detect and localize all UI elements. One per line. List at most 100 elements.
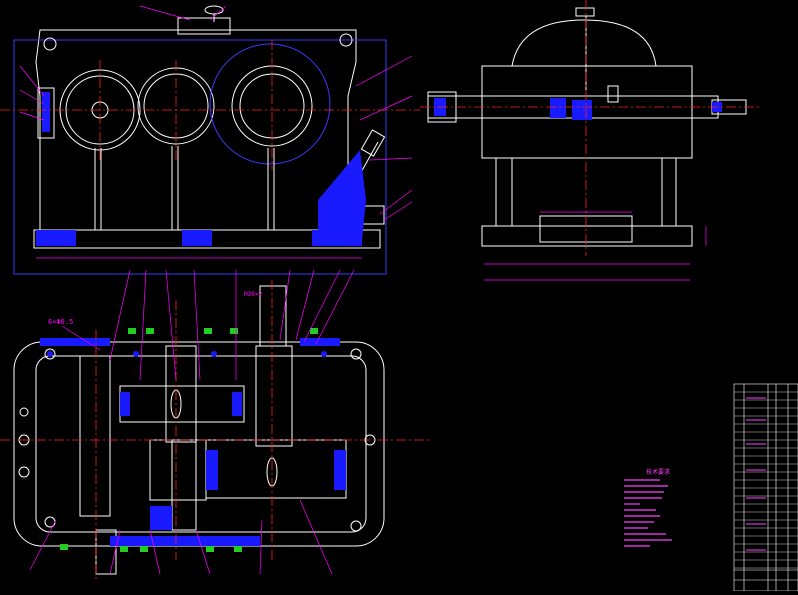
plan-fill-bolt-1 [47,351,53,357]
leader-8 [19,111,45,121]
breather-cap [204,5,224,15]
plan-leader-10 [29,519,57,571]
leader-10 [209,5,227,21]
side-fill-1 [550,98,566,118]
side-view-fills [434,98,722,120]
green-bolt-10 [60,544,68,550]
plan-bolt-4 [44,348,56,360]
front-view-fills [36,92,366,246]
inspection-cover [177,17,231,35]
plan-leader-1 [109,269,131,361]
technical-notes: 技术要求 [624,468,672,547]
plan-leader-13 [195,529,211,575]
plan-bolts-green [60,328,318,552]
green-bolt-2 [146,328,154,334]
plan-fill-2 [232,392,242,416]
side-dimensions [484,211,707,281]
breather-note-label: M30×2 [244,291,262,298]
leader-9 [139,5,191,21]
gear-circle-3-pitch [209,43,331,165]
hole-callout-label: 6×Φ8.5 [48,318,73,326]
side-bolt [607,85,619,103]
green-bolt-3 [204,328,212,334]
leader-2 [359,95,413,121]
leader-4 [379,189,413,215]
green-bolt-5 [310,328,318,334]
fill-oil-region [318,150,366,240]
plan-fill-bolt-2 [133,351,139,357]
plan-fill-bolt-4 [321,351,327,357]
plan-fill-top-left [40,338,110,346]
side-housing-top [511,19,657,67]
green-bolt-9 [234,546,242,552]
plan-leader-7 [295,269,315,341]
side-base [481,225,693,247]
plan-fill-bolt-3 [211,351,217,357]
notes-lines [624,479,672,547]
intermediate-shaft [165,345,197,443]
plan-bolt-1 [19,407,29,417]
lifting-lug-right [339,33,353,47]
gear-pair-upper [119,385,245,423]
plan-bolt-3 [18,466,30,478]
plan-leader-3 [165,269,177,381]
bearing-cap-left [37,87,55,139]
parts-list-table [733,383,798,592]
front-view-frame [13,39,387,275]
plan-fill-3 [206,450,218,490]
plan-leader-11 [109,529,121,575]
side-view [427,7,747,247]
plan-leader-12 [149,529,161,575]
green-bolt-1 [128,328,136,334]
plan-leaders [29,269,355,575]
plan-view-fills [40,338,346,546]
side-centerlines [420,0,760,256]
side-housing-body [481,65,693,159]
parts-list-text-marks [746,397,766,551]
front-housing-outline [35,29,357,231]
plan-view [13,285,385,575]
plan-fill-top-right [300,338,340,346]
drain-plug [361,205,385,225]
green-bolt-7 [140,546,148,552]
plan-fill-5 [150,506,172,530]
plan-fill-1 [120,392,130,416]
plan-leader-2 [139,269,147,381]
leader-6 [19,65,45,97]
dipstick-head [360,129,386,157]
plan-leader-6 [279,269,291,341]
leader-3 [369,157,413,161]
green-bolt-8 [206,546,214,552]
side-fill-2 [572,100,592,120]
plan-leader-14 [259,519,263,575]
leader-5 [383,201,413,221]
plan-leader-8 [303,269,341,343]
plan-fill-bottom [110,536,260,546]
plan-bolt-7 [350,520,362,532]
input-shaft-body [255,345,293,447]
lifting-lug-left [43,37,57,51]
plan-fill-4 [334,450,346,490]
left-shaft [79,355,111,517]
fill-cap-left [42,92,50,132]
front-leaders [19,5,413,259]
plan-leader-15 [299,499,333,575]
side-breather [575,7,595,17]
green-bolt-6 [120,546,128,552]
plan-leader-callout [61,325,101,351]
leader-7 [19,89,45,105]
fill-base-mid [182,230,212,246]
plan-housing-inner [35,355,367,533]
notes-heading: 技术要求 [646,468,670,476]
gear-pair-lower [205,439,347,499]
green-bolt-4 [230,328,238,334]
front-centerlines [0,40,420,170]
front-base-flange [33,229,381,249]
gear-large-lower [149,439,207,501]
plan-centerlines [0,280,430,580]
plan-leader-4 [193,269,201,381]
input-shaft-top [259,285,287,347]
plan-leader-9 [315,269,355,345]
